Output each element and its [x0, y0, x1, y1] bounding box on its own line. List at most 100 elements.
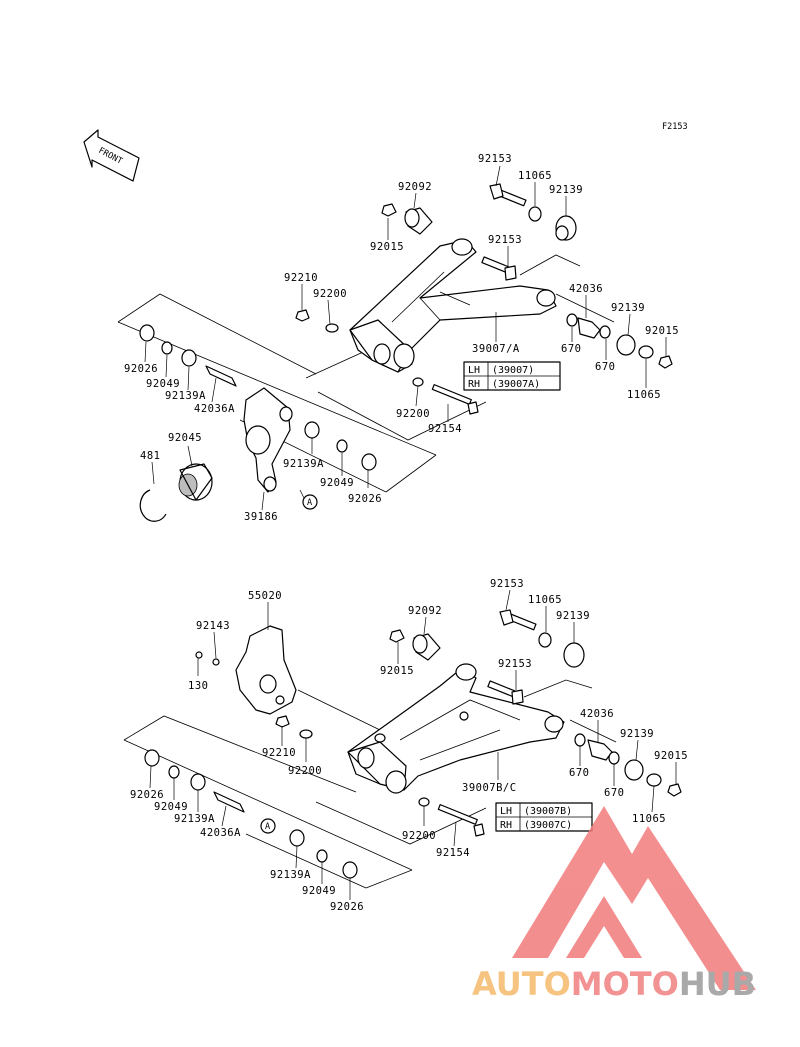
pin-42036A-bottom [213, 791, 245, 813]
label-92045-top: 92045 [168, 432, 202, 444]
label-92015-bottom-b: 92015 [654, 750, 688, 762]
top-assembly: A [117, 153, 679, 523]
label-92153-top-b: 92153 [488, 234, 522, 246]
label-130-bottom: 130 [188, 680, 208, 692]
watermark-triangle-icon [512, 806, 756, 990]
label-92139-top-b: 92139 [611, 302, 645, 314]
collar-92026-bottom-b [342, 861, 358, 879]
figure-code: F2153 [662, 122, 688, 132]
bolt-92153-bottom-a [499, 609, 537, 631]
nut-92015-top-b [658, 355, 673, 369]
bushing-92139-top-a [555, 215, 577, 241]
collar-92026-bottom-a [144, 749, 160, 767]
variant-code-top-rh: (39007A) [492, 379, 540, 390]
label-92210-bottom: 92210 [262, 747, 296, 759]
washer-92200-bottom-b [418, 797, 430, 807]
bushing-92139A-top-a [181, 349, 197, 367]
rocker-39186-top [243, 387, 293, 493]
label-92200-bottom-a: 92200 [288, 765, 322, 777]
watermark-text: AUTOMOTOHUB [472, 965, 756, 1003]
label-55020-bottom: 55020 [248, 590, 282, 602]
label-42036A-top: 42036A [194, 403, 235, 415]
label-92139-top-a: 92139 [549, 184, 583, 196]
bushing-92139A-bottom-b [289, 829, 305, 847]
top-leader-lines [144, 165, 667, 511]
bushing-92139A-top-b [304, 421, 320, 439]
oring-92049-top-a [161, 341, 173, 355]
label-42036A-bottom: 42036A [200, 827, 241, 839]
front-arrow-icon: FRONT [83, 129, 140, 182]
label-92092-top: 92092 [398, 181, 432, 193]
label-92139A-bottom-a: 92139A [174, 813, 215, 825]
label-670-top-a: 670 [561, 343, 581, 355]
oring-92049-bottom-b [316, 849, 328, 863]
bolt-92153-top-b [481, 256, 517, 281]
label-670-bottom-a: 670 [569, 767, 589, 779]
bolt-92153-bottom-b [487, 680, 524, 705]
sleeve-42036-top [577, 317, 601, 339]
oring-670-top-b [599, 325, 611, 339]
bushing-92139A-bottom-a [190, 773, 206, 791]
nut-92210-top [295, 309, 310, 322]
label-92153-bottom-b: 92153 [498, 658, 532, 670]
variant-side-top-rh: RH [468, 379, 480, 390]
bottom-guide-lines [123, 679, 617, 889]
nut-92015-bottom-a [389, 629, 405, 643]
label-92139-bottom-b: 92139 [620, 728, 654, 740]
variant-code-bottom-rh: (39007C) [524, 820, 572, 831]
washer-11065-top-a [528, 206, 542, 222]
screw-92143-bottom [195, 651, 220, 666]
variant-table-top: LH (39007) RH (39007A) [463, 361, 561, 391]
label-92200-top-a: 92200 [313, 288, 347, 300]
label-92049-top-b: 92049 [320, 477, 354, 489]
washer-92200-top-a [325, 323, 339, 333]
watermark-logo: AUTOMOTOHUB [472, 806, 756, 1003]
swingarm-39007 [349, 238, 557, 373]
bottom-assembly: A [123, 578, 688, 913]
bushing-92139-bottom-a [563, 642, 585, 668]
washer-11065-bottom-a [538, 632, 552, 648]
watermark-auto: AUTO [472, 965, 571, 1003]
pin-42036A-top [205, 365, 237, 387]
variant-side-bottom-rh: RH [500, 820, 512, 831]
label-92026-bottom-a: 92026 [130, 789, 164, 801]
label-92210-top: 92210 [284, 272, 318, 284]
label-92139-bottom-a: 92139 [556, 610, 590, 622]
label-92154-bottom: 92154 [436, 847, 470, 859]
connector-a-bottom: A [260, 818, 276, 834]
variant-side-bottom-lh: LH [500, 806, 512, 817]
oring-670-bottom-a [574, 733, 586, 747]
watermark-hub: HUB [679, 965, 756, 1003]
washer-11065-top-b [638, 345, 654, 359]
variant-side-top-lh: LH [468, 365, 480, 376]
collar-92026-top-a [139, 324, 155, 342]
bolt-92153-top-a [489, 183, 527, 207]
label-92139A-top-a: 92139A [165, 390, 206, 402]
bushing-92092-top [404, 207, 433, 235]
bushing-92092-bottom [412, 633, 441, 661]
bearing-92045-top [178, 463, 213, 501]
variant-code-bottom-lh: (39007B) [524, 806, 572, 817]
label-42036-bottom: 42036 [580, 708, 614, 720]
label-92153-bottom-a: 92153 [490, 578, 524, 590]
label-92026-top-a: 92026 [124, 363, 158, 375]
nut-92015-top-a [381, 203, 397, 217]
label-92153-top-a: 92153 [478, 153, 512, 165]
label-11065-top-b: 11065 [627, 389, 661, 401]
label-11065-bottom-b: 11065 [632, 813, 666, 825]
label-92200-bottom-b: 92200 [402, 830, 436, 842]
label-39007BC-bottom: 39007B/C [462, 782, 517, 794]
oring-92049-bottom-a [168, 765, 180, 779]
variant-code-top-lh: (39007) [492, 365, 534, 376]
label-670-bottom-b: 670 [604, 787, 624, 799]
bottom-leader-lines [149, 589, 677, 900]
label-670-top-b: 670 [595, 361, 615, 373]
label-92049-top-a: 92049 [146, 378, 180, 390]
collar-92026-top-b [361, 453, 377, 471]
watermark-moto: MOTO [571, 965, 679, 1003]
oring-670-top-a [566, 313, 578, 327]
label-92049-bottom-b: 92049 [302, 885, 336, 897]
label-481-top: 481 [140, 450, 160, 462]
connector-a-top: A [302, 494, 318, 510]
